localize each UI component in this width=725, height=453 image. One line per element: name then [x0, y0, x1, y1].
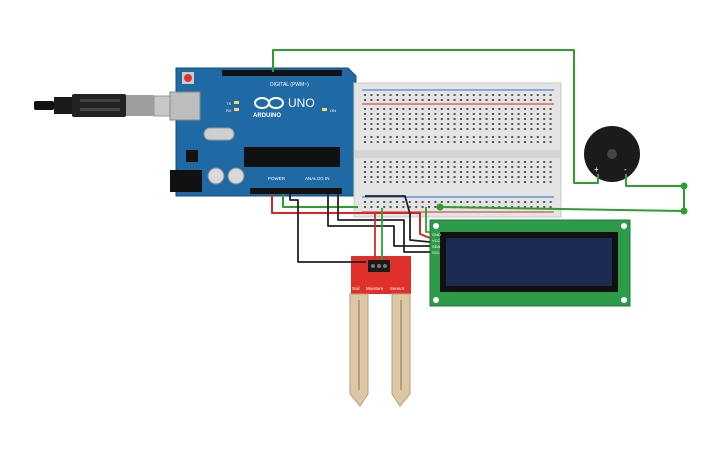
- wire-black-a4: [327, 194, 430, 247]
- on-label: ON: [330, 108, 336, 113]
- soil-moisture-sensor: Soil Moisture Sensor: [349, 256, 411, 407]
- power-header-label: POWER: [268, 176, 286, 181]
- wire-black-gnd-lcd: [365, 195, 431, 243]
- arduino-uno-board: DIGITAL (PWM~) UNO ARDUINO TX RX ON POWE…: [169, 67, 357, 197]
- analog-header-label: ANALOG IN: [305, 176, 330, 181]
- buzzer-plus-label: +: [594, 165, 599, 174]
- piezo-buzzer: + -: [584, 126, 640, 182]
- wire-red-5v: [271, 194, 431, 239]
- brand-label: ARDUINO: [253, 113, 281, 119]
- model-label: UNO: [288, 96, 315, 110]
- wire-green-buzzer-gnd: [625, 174, 684, 187]
- buzzer-minus-label: -: [624, 165, 627, 174]
- lcd-pin-scl: SCL: [432, 250, 441, 255]
- wire-green-lcd-gnd: [425, 207, 430, 233]
- digital-header-label: DIGITAL (PWM~): [270, 82, 309, 88]
- arduino-logo: [254, 97, 284, 109]
- wire-black-a0-sensor: [289, 194, 366, 263]
- lcd-pin-gnd: GND: [432, 232, 441, 237]
- sensor-label-moisture: Moisture: [366, 286, 384, 291]
- wires: [271, 49, 688, 263]
- wire-green-arduino-gnd: [282, 194, 358, 208]
- rx-label: RX: [226, 108, 232, 113]
- wire-green-buzzer-signal: [272, 49, 599, 184]
- sensor-label-sensor: Sensor: [390, 286, 405, 291]
- lcd-pin-vcc: VCC: [432, 238, 441, 243]
- lcd-i2c-module: GND VCC SDA SCL: [429, 219, 631, 307]
- wire-black-a5: [337, 194, 430, 253]
- tx-label: TX: [226, 101, 231, 106]
- lcd-pin-sda: SDA: [432, 244, 441, 249]
- sensor-label-soil: Soil: [352, 286, 360, 291]
